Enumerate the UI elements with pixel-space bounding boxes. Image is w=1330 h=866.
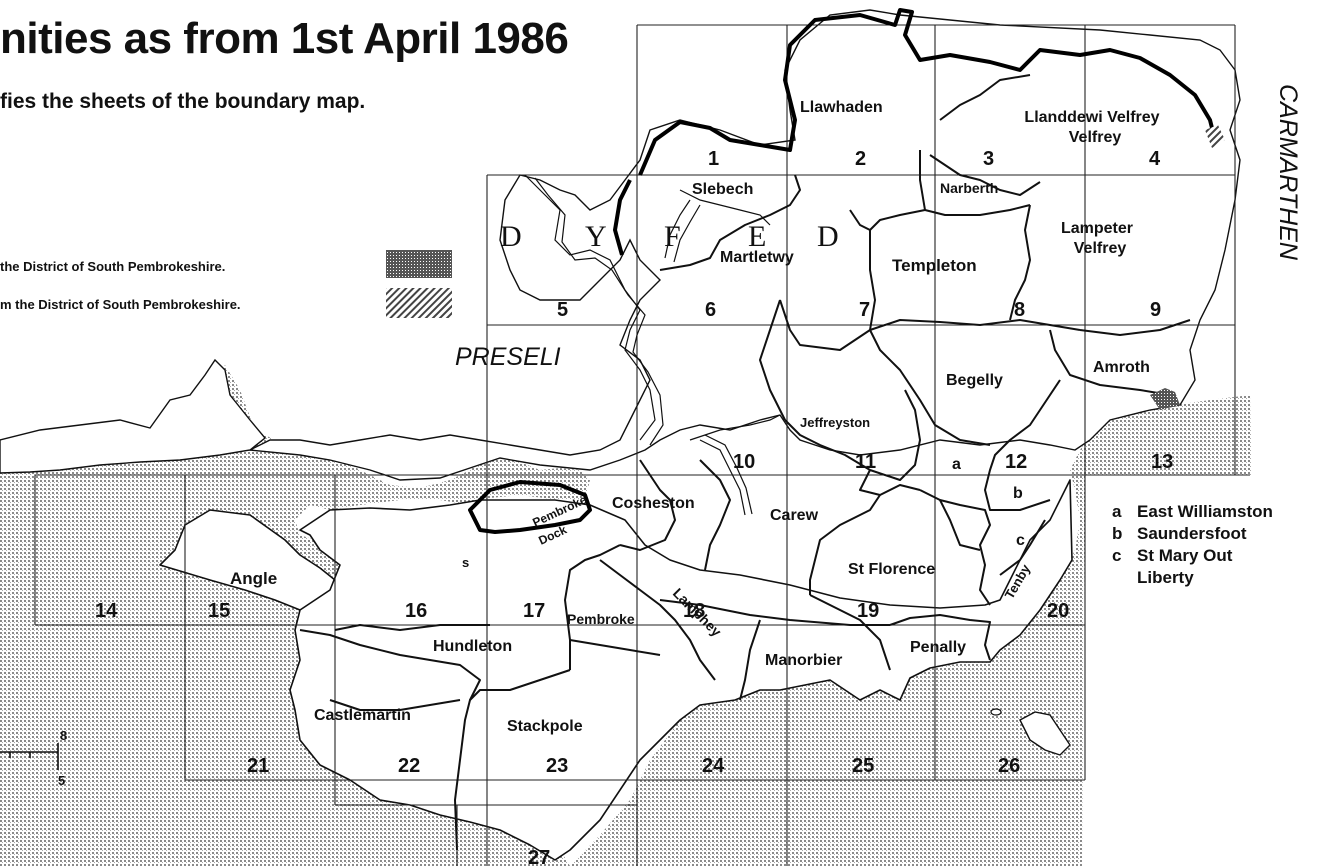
sheet-number: 3 (983, 148, 994, 170)
sheet-number: 15 (208, 600, 230, 622)
community-label: Cosheston (612, 495, 695, 512)
sheet-number: 23 (546, 755, 568, 777)
rivers (524, 174, 781, 516)
community-label: Jeffreyston (800, 415, 870, 430)
sheet-number: 4 (1149, 148, 1161, 170)
region-letter-d2: D (817, 220, 839, 253)
transferred-area-llanddewi (1205, 125, 1225, 148)
parish-letter: b (1013, 485, 1023, 502)
parish-letter: c (1016, 532, 1025, 549)
region-letter-y: Y (585, 220, 607, 253)
land-outline (159, 479, 1073, 861)
map-title: nities as from 1st April 1986 (0, 14, 569, 63)
region-letter-e: E (748, 220, 766, 253)
key-swatch-hatch (386, 288, 452, 318)
inset-letter: s (462, 555, 469, 570)
region-letter-d: D (500, 220, 522, 253)
community-label: Castlemartin (314, 707, 411, 724)
sheet-number: 25 (852, 755, 874, 777)
community-label: Lampeter (1061, 220, 1133, 237)
community-label: Begelly (946, 372, 1003, 389)
community-label: Angle (230, 569, 277, 588)
community-label: Llawhaden (800, 99, 883, 116)
map-subtitle: fies the sheets of the boundary map. (0, 90, 366, 113)
sheet-number: 16 (405, 600, 427, 622)
community-label: Carew (770, 507, 819, 524)
sheet-number: 12 (1005, 451, 1027, 473)
sheet-number: 27 (528, 847, 550, 866)
community-label: Stackpole (507, 718, 583, 735)
sheet-number: 6 (705, 299, 716, 321)
community-label: Velfrey (1069, 129, 1122, 146)
parish-legend: a East Williamston b Saundersfoot c St M… (1112, 501, 1273, 589)
region-carmarthen: CARMARTHEN (1274, 84, 1302, 261)
parish-letter: a (952, 456, 961, 473)
sheet-number: 10 (733, 451, 755, 473)
legend-row: c St Mary Out Liberty (1112, 546, 1233, 587)
sheet-number: 11 (855, 451, 876, 473)
sheet-number: 5 (557, 299, 568, 321)
community-label: Hundleton (433, 638, 512, 655)
community-label: Amroth (1093, 359, 1150, 376)
sheet-number: 8 (1014, 299, 1025, 321)
district-boundary (468, 8, 1217, 534)
islet (990, 708, 1002, 716)
region-preseli: PRESELI (455, 343, 561, 371)
community-boundaries (299, 74, 1191, 851)
community-label: Velfrey (1074, 240, 1127, 257)
community-label: Manorbier (765, 652, 842, 669)
key-label-added: the District of South Pembrokeshire. (0, 259, 226, 274)
sheet-number: 1 (708, 148, 719, 170)
sheet-number: 17 (523, 600, 545, 622)
scale-bar (0, 743, 59, 770)
community-label: Pembroke (567, 611, 635, 627)
community-label: Penally (910, 639, 966, 656)
key-swatch-dark (386, 250, 452, 278)
community-label: St Florence (848, 561, 935, 578)
sheet-number: 22 (398, 755, 420, 777)
sheet-number: 26 (998, 755, 1020, 777)
community-label: Slebech (692, 181, 753, 198)
sheet-number: 18 (683, 600, 705, 622)
legend-row: b Saundersfoot (1112, 524, 1247, 543)
scale-top-number: 8 (60, 728, 68, 743)
sheet-number: 24 (702, 755, 725, 777)
sheet-number: 14 (95, 600, 118, 622)
sea-area (0, 365, 1252, 866)
sheet-number: 20 (1047, 600, 1069, 622)
sheet-number: 19 (857, 600, 879, 622)
sheet-number: 21 (247, 755, 269, 777)
region-letter-f: F (664, 220, 681, 253)
legend-row: a East Williamston (1112, 502, 1273, 521)
sheet-number: 2 (855, 148, 866, 170)
caldey-island (1019, 711, 1071, 756)
sheet-number: 9 (1150, 299, 1161, 321)
transferred-area-amroth (1150, 388, 1180, 410)
sheet-number: 7 (859, 299, 870, 321)
scale-bottom-number: 5 (58, 773, 66, 788)
community-label: Martletwy (720, 249, 794, 266)
sheet-number: 13 (1151, 451, 1173, 473)
sheet-grid (34, 24, 1250, 866)
community-label: Templeton (892, 256, 977, 275)
key-label-removed: m the District of South Pembrokeshire. (0, 297, 241, 312)
community-label: Llanddewi Velfrey (1024, 109, 1159, 126)
community-label: Narberth (940, 180, 998, 196)
